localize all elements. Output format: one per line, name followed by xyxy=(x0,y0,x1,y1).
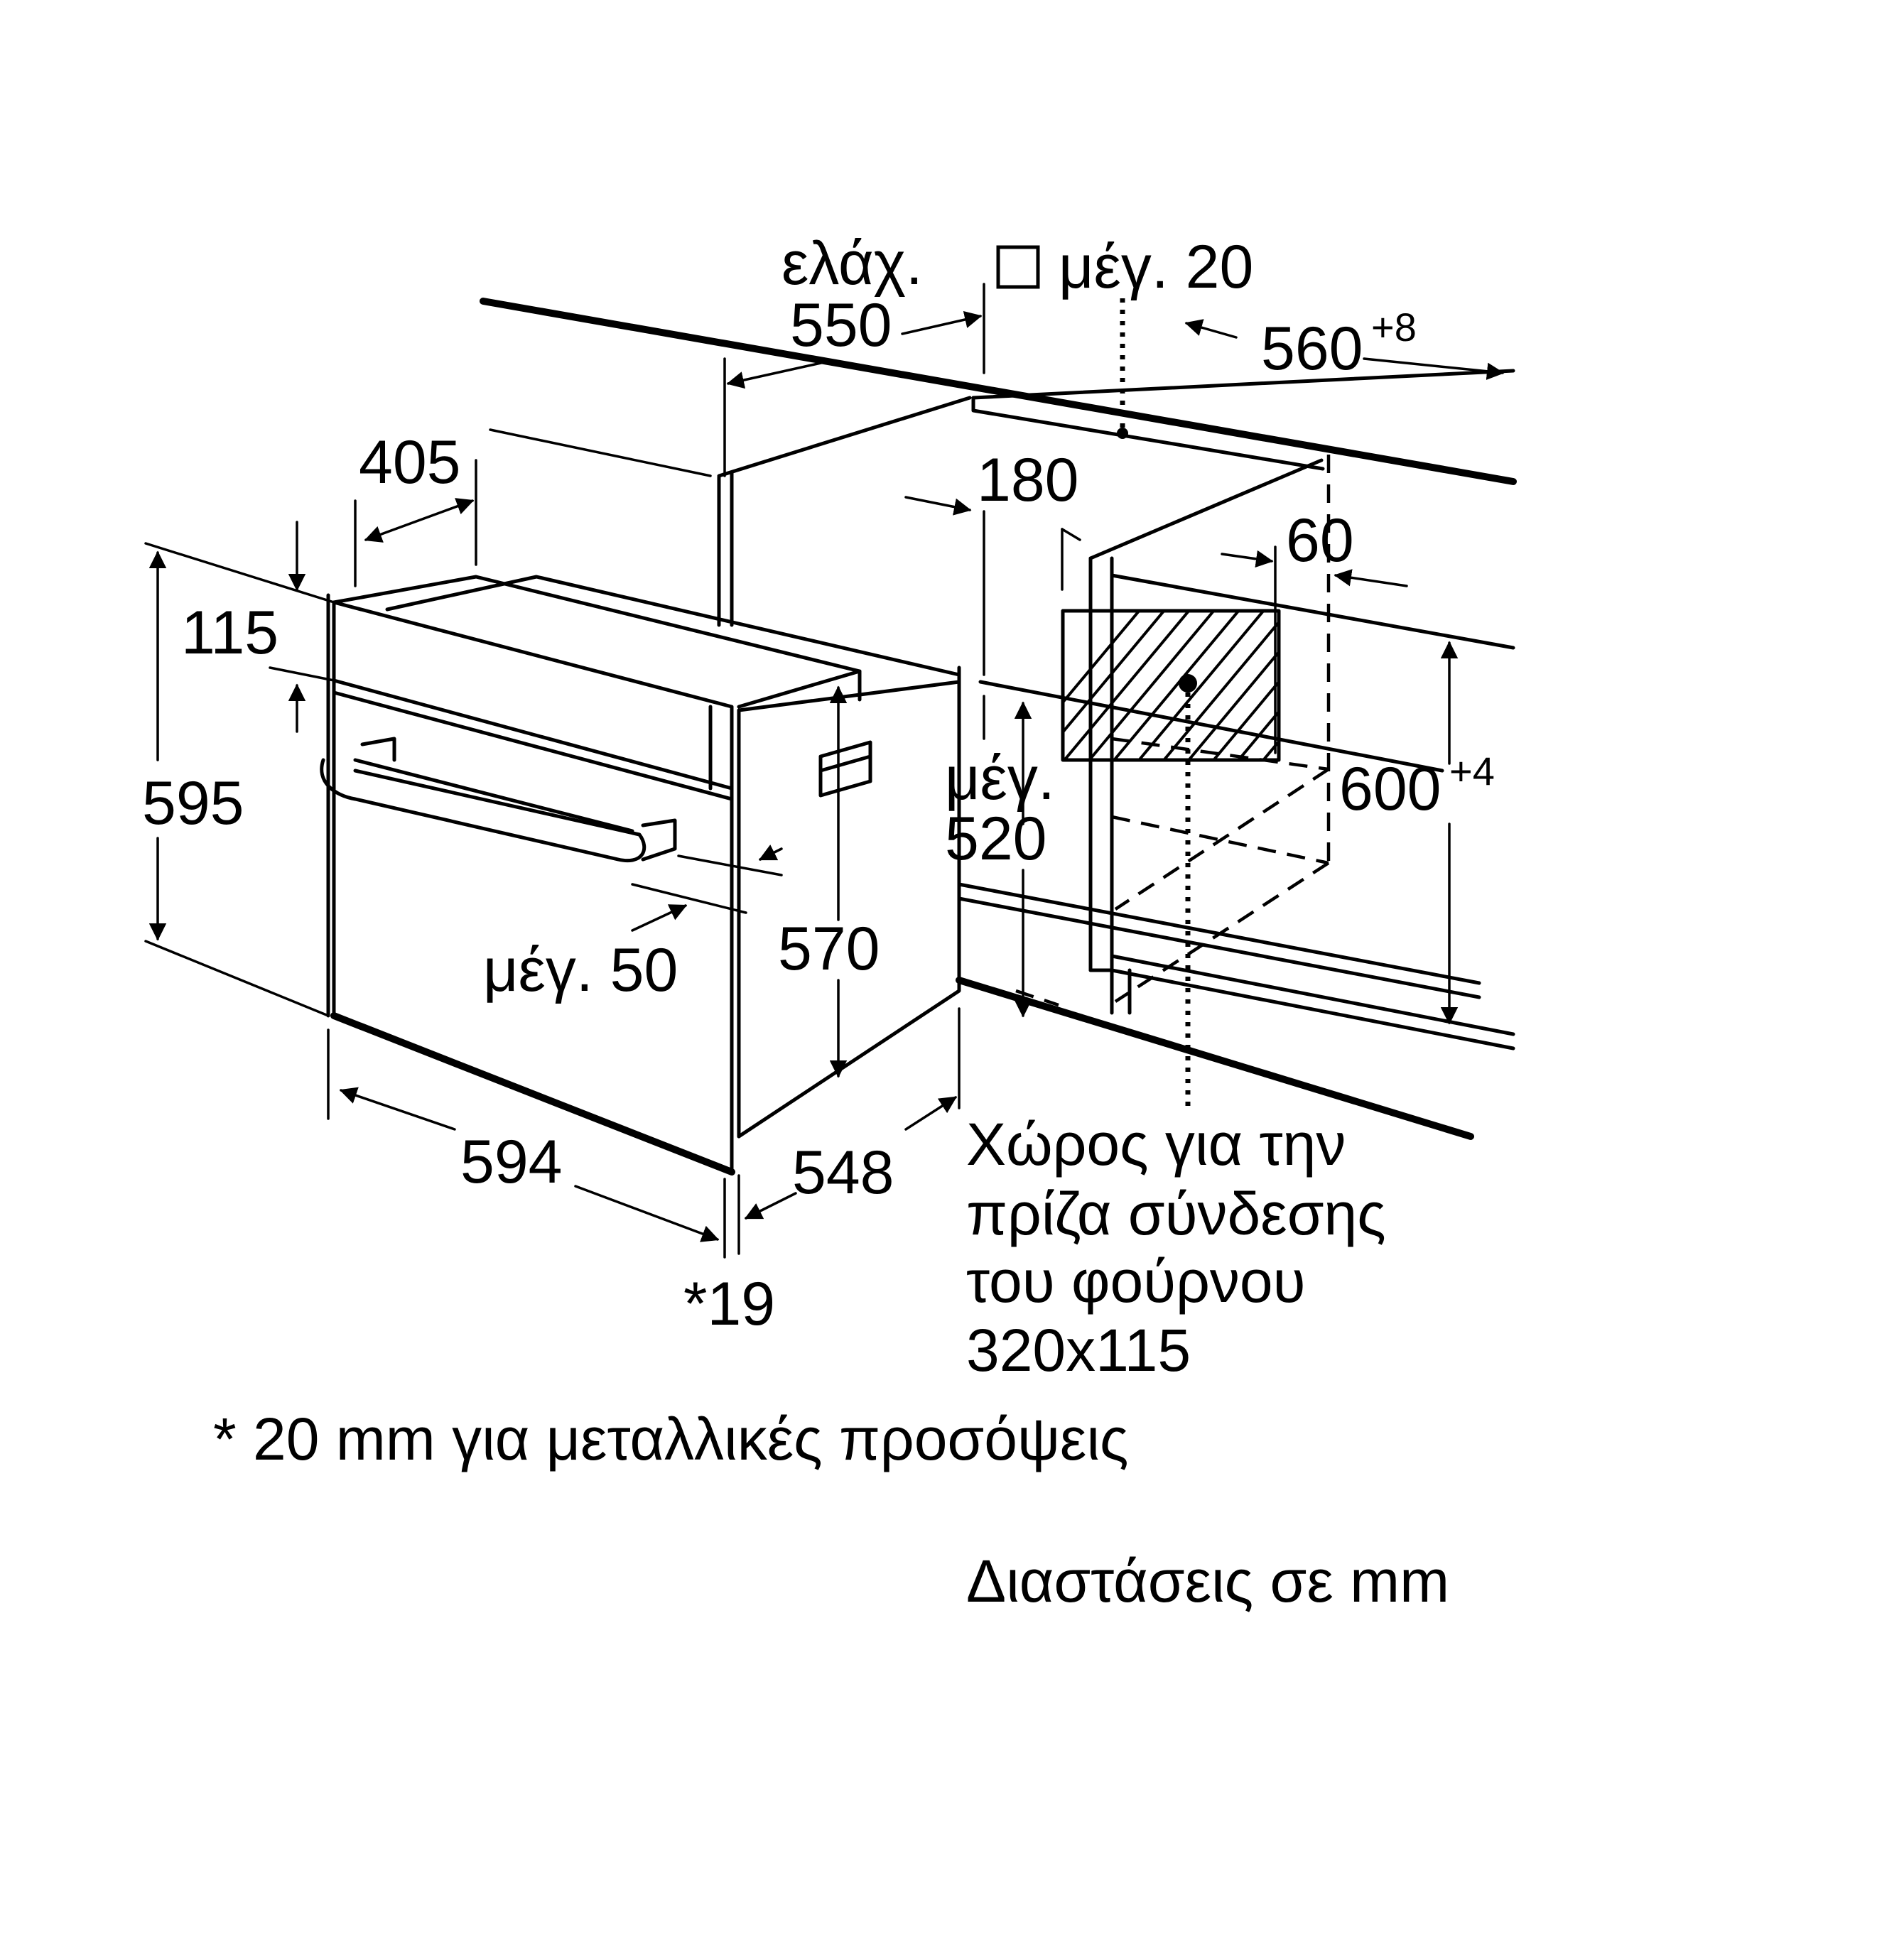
dim-405-line xyxy=(364,498,475,543)
socket-note-line4: 320x115 xyxy=(966,1317,1191,1384)
label-180: 180 xyxy=(977,446,1079,514)
dim-50-arrow-1 xyxy=(758,845,783,861)
dim-60-ext-tick xyxy=(1061,528,1081,541)
worktop-back-line xyxy=(971,369,1515,400)
side-mounting-bracket xyxy=(818,740,872,798)
socket-area xyxy=(1061,609,1281,1108)
dim-50-arrow-2 xyxy=(631,904,688,932)
socket-note-line3: του φούρνου xyxy=(966,1248,1306,1315)
dim-548-arrow-left xyxy=(744,1192,797,1220)
label-560: 560 xyxy=(1261,315,1363,383)
label-600: 600 xyxy=(1339,755,1441,823)
socket-dot xyxy=(1179,674,1197,693)
dim-550-arrow-right xyxy=(901,310,983,335)
max20-dot xyxy=(1117,428,1128,439)
dim-594-arrow-left xyxy=(339,1087,456,1131)
door-handle xyxy=(320,758,647,863)
cabinet-floor-front xyxy=(1110,954,1515,1036)
socket-note-line2: πρίζα σύνδεσης xyxy=(966,1180,1386,1247)
side-panel-top xyxy=(1088,458,1324,560)
hidden-line xyxy=(1111,737,1329,771)
footnote-metal-fronts: * 20 mm για μεταλλικές προσόψεις xyxy=(213,1406,1128,1472)
label-560-tolerance: +8 xyxy=(1371,305,1417,349)
hidden-line xyxy=(1111,815,1329,865)
floor-line xyxy=(956,977,1474,1140)
oven-appliance xyxy=(320,575,961,1176)
label-115: 115 xyxy=(181,599,278,667)
dim-180-arrow xyxy=(904,496,972,516)
label-max50: μέγ. 50 xyxy=(483,936,678,1004)
oven-front-outline xyxy=(332,600,734,1174)
oven-side xyxy=(737,680,961,1139)
door-top-line xyxy=(332,690,734,801)
cabinet-floor-rail-2 xyxy=(957,896,1481,999)
hidden-line xyxy=(1114,768,1330,911)
dim-60-arrow-left xyxy=(1221,550,1274,568)
units-note: Διαστάσεις σε mm xyxy=(966,1548,1449,1614)
dimension-lines xyxy=(144,283,1505,1259)
label-595: 595 xyxy=(142,769,244,837)
oven-top-surface xyxy=(332,575,862,709)
hidden-line xyxy=(1114,862,1330,1003)
cabinet-structure xyxy=(480,298,1517,1140)
socket-note-line1: Χώρος για την xyxy=(966,1111,1346,1178)
label-19: *19 xyxy=(683,1270,775,1338)
socket-note: Χώρος για την πρίζα σύνδεσης του φούρνου… xyxy=(966,1111,1386,1384)
socket-area-outline xyxy=(1061,609,1281,762)
label-520: 520 xyxy=(945,805,1047,873)
niche-guide-line xyxy=(978,680,1444,773)
hidden-lines xyxy=(1015,455,1331,1007)
label-max20: μέγ. 20 xyxy=(1059,233,1253,301)
dim-50-ext-2 xyxy=(631,883,747,914)
control-strip-bottom xyxy=(332,678,734,791)
label-60: 60 xyxy=(1286,506,1354,575)
dim-560-arrow-left xyxy=(1184,319,1238,339)
oven-bottom-edge xyxy=(330,1012,735,1176)
label-548: 548 xyxy=(792,1139,894,1207)
label-min: ελάχ. xyxy=(781,229,923,298)
dim-595-ext-top xyxy=(144,542,335,604)
label-max-520: μέγ. xyxy=(945,744,1055,813)
dim-550-arrow-left xyxy=(726,361,826,389)
dim-560-arrow-right xyxy=(1363,357,1505,380)
worktop-top-edge xyxy=(480,298,1517,485)
worktop-rail xyxy=(971,396,1325,471)
dimension-labels: ελάχ. 550 μέγ. 20 560 +8 405 180 60 115 … xyxy=(142,229,1495,1338)
dim-115-ext xyxy=(269,666,335,682)
dim-548-arrow-right xyxy=(904,1096,958,1131)
dim-595-ext-bottom xyxy=(144,940,330,1017)
dim-50-ext-1 xyxy=(677,854,783,876)
side-panel-top-inner xyxy=(1110,573,1515,650)
handle-mounts xyxy=(360,737,677,862)
label-570: 570 xyxy=(778,915,880,983)
dim-60-arrow-right xyxy=(1334,569,1408,587)
label-594: 594 xyxy=(460,1128,563,1196)
cabinet-top-left-edge xyxy=(717,396,972,478)
dim-594-arrow-right xyxy=(574,1185,720,1242)
label-600-tolerance: +4 xyxy=(1449,749,1495,793)
oven-top-rear xyxy=(385,575,961,677)
handle-bar-top xyxy=(353,758,634,833)
cabinet-floor-front-2 xyxy=(1110,968,1515,1050)
dim-405-guide xyxy=(489,428,712,477)
label-550: 550 xyxy=(790,291,892,359)
label-405: 405 xyxy=(359,428,461,496)
square-box-icon xyxy=(996,245,1040,289)
socket-hatching xyxy=(1063,611,1279,760)
